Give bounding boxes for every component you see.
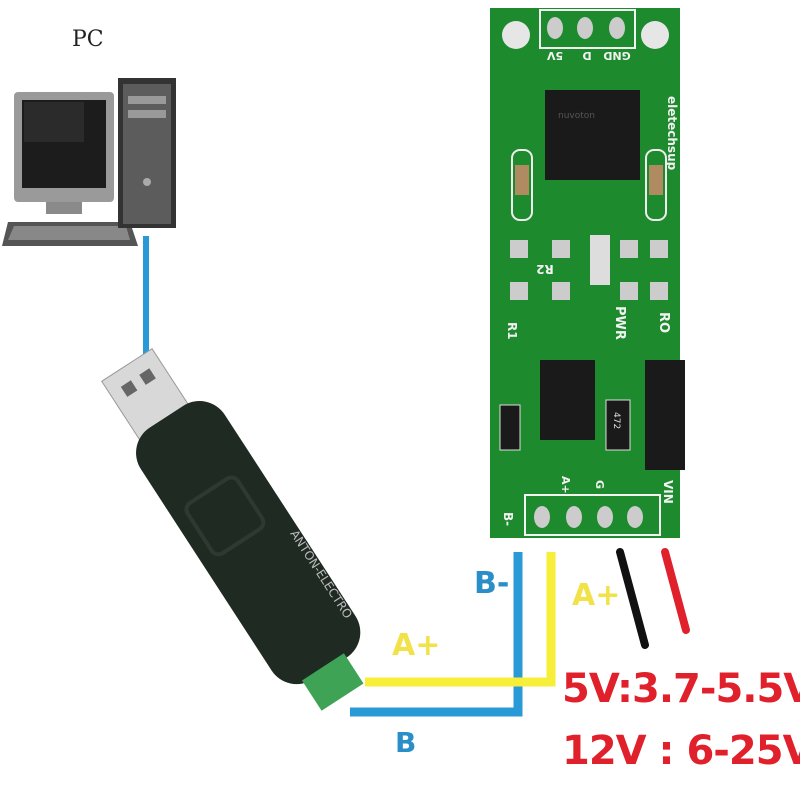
b-minus-label: B- bbox=[474, 566, 510, 601]
a-plus-wire bbox=[365, 552, 556, 687]
silk-ro: RO bbox=[656, 312, 671, 333]
rs485-module-board: GND D 5V nuvoton eletechsup R1 R2 PWR RO… bbox=[490, 8, 685, 538]
pc-label: PC bbox=[72, 27, 104, 52]
silk-r2: R2 bbox=[536, 262, 554, 276]
pin-label-d: D bbox=[582, 49, 591, 62]
silk-pwr: PWR bbox=[612, 306, 627, 340]
resistor-code: 472 bbox=[611, 412, 621, 429]
voltage-12v-label: 12V : 6-25V bbox=[562, 728, 800, 774]
pin-label-a-plus: A+ bbox=[559, 476, 572, 494]
black-power-wire bbox=[616, 548, 649, 649]
red-power-wire bbox=[661, 548, 690, 634]
pin-label-gnd: GND bbox=[603, 49, 630, 62]
a-plus-board-label: A+ bbox=[572, 578, 621, 613]
usb-rs485-dongle: ANTON-ELECTRO bbox=[101, 347, 364, 711]
silk-eletechsup: eletechsup bbox=[665, 96, 679, 171]
pin-label-vin: VIN bbox=[661, 480, 675, 504]
silk-r1: R1 bbox=[505, 322, 519, 340]
b-dongle-label: B bbox=[395, 726, 417, 759]
voltage-5v-label: 5V:3.7-5.5V bbox=[562, 666, 800, 712]
b-minus-wire bbox=[350, 552, 523, 717]
pc-computer-icon bbox=[2, 78, 176, 246]
chip-brand: nuvoton bbox=[558, 111, 595, 121]
a-plus-dongle-label: A+ bbox=[392, 628, 441, 663]
pin-label-b-minus: B- bbox=[501, 512, 515, 526]
pin-label-g: G bbox=[593, 480, 606, 489]
pin-label-5v: 5V bbox=[546, 49, 563, 62]
